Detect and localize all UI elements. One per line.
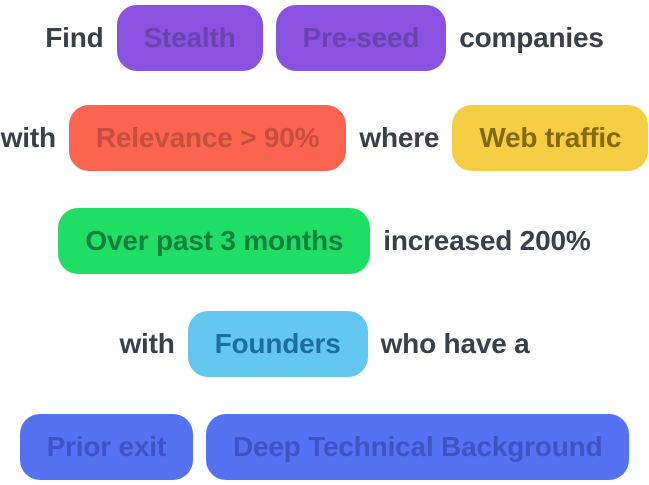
query-row-3: Over past 3 months increased 200% [0,208,649,274]
chip-deep-technical-background[interactable]: Deep Technical Background [205,414,630,480]
chip-pre-seed[interactable]: Pre-seed [275,5,447,71]
word-with: with [0,122,56,153]
word-where: where [359,122,440,153]
chip-stealth[interactable]: Stealth [116,5,263,71]
word-who-have-a: who have a [380,328,530,359]
chip-founders[interactable]: Founders [187,311,368,377]
chip-prior-exit[interactable]: Prior exit [19,414,193,480]
query-row-1: Find Stealth Pre-seed companies [0,5,649,71]
word-companies: companies [459,22,604,53]
query-row-4: with Founders who have a [0,311,649,377]
chip-relevance-threshold[interactable]: Relevance > 90% [68,105,347,171]
query-row-5: Prior exit Deep Technical Background [0,414,649,480]
word-with-2: with [119,328,175,359]
chip-over-past-3-months[interactable]: Over past 3 months [58,208,371,274]
chip-web-traffic[interactable]: Web traffic [452,105,649,171]
word-find: Find [45,22,104,53]
word-increased-200: increased 200% [383,225,591,256]
query-row-2: with Relevance > 90% where Web traffic [0,105,649,171]
